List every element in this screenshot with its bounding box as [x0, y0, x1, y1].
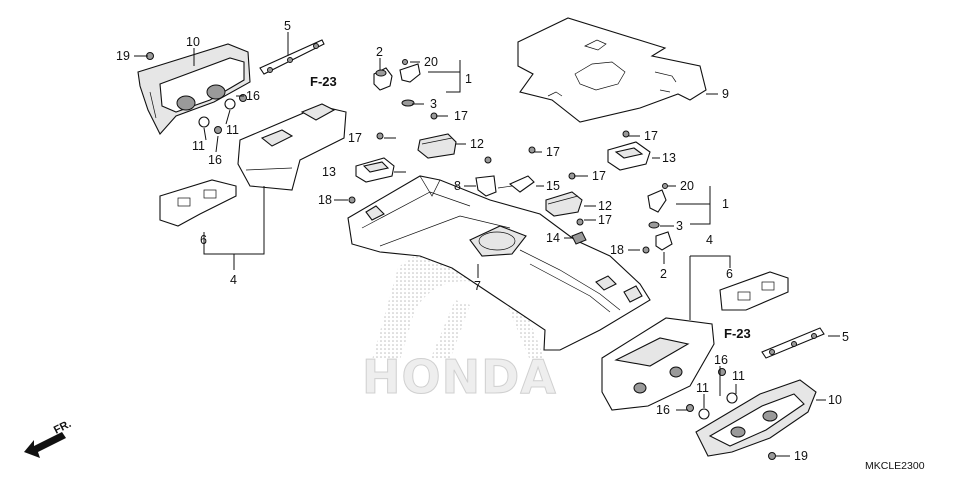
callout-16b: 16	[208, 153, 222, 167]
part-6-gasket-lower	[719, 271, 789, 311]
callout-13a: 13	[322, 165, 336, 179]
leader-lines	[134, 32, 840, 457]
callout-11b: 11	[192, 139, 205, 153]
callout-18a: 18	[318, 193, 332, 207]
part-5-bracket-upper	[259, 39, 325, 75]
callout-18b: 18	[610, 243, 624, 257]
callout-20b: 20	[680, 179, 694, 193]
callout-5b: 5	[842, 330, 849, 344]
reference-f23-top: F-23	[310, 74, 337, 89]
callout-11d: 11	[732, 369, 745, 383]
callout-3b: 3	[676, 219, 683, 233]
part-2-grommet-upper	[373, 67, 393, 91]
callout-19a: 19	[116, 49, 130, 63]
callout-19b: 19	[794, 449, 808, 463]
callout-2b: 2	[660, 267, 667, 281]
part-12-mount-lower	[545, 191, 583, 217]
callout-17c: 17	[546, 145, 560, 159]
part-13-mount-left	[355, 157, 395, 183]
callout-3a: 3	[430, 97, 437, 111]
callout-6b: 6	[726, 267, 733, 281]
callout-4a: 4	[230, 273, 237, 287]
part-13-mount-right	[607, 141, 651, 171]
callout-10a: 10	[186, 35, 200, 49]
callout-4b: 4	[706, 233, 713, 247]
callout-15: 15	[546, 179, 560, 193]
callout-12a: 12	[470, 137, 484, 151]
callout-numbers: 19 10 5 2 20 1 3 9 16 11 11 16 17 12 17 …	[116, 19, 849, 463]
callout-20a: 20	[424, 55, 438, 69]
callout-16a: 16	[246, 89, 260, 103]
part-7-frame	[347, 175, 651, 351]
part-9-cover	[517, 17, 707, 123]
fasteners	[146, 52, 776, 460]
callout-11c: 11	[696, 381, 709, 395]
part-4-airbox-lower	[601, 317, 715, 411]
part-5-bracket-lower	[761, 327, 825, 359]
part-10-duct-upper	[137, 43, 251, 135]
callout-13b: 13	[662, 151, 676, 165]
part-1-sensor-lower	[647, 183, 668, 229]
part-6-gasket-upper	[159, 179, 237, 227]
callout-11a: 11	[226, 123, 239, 137]
catalog-code: MKCLE2300	[865, 460, 925, 472]
callout-17b: 17	[348, 131, 362, 145]
callout-17d: 17	[644, 129, 658, 143]
callout-17e: 17	[592, 169, 606, 183]
reference-f23-bottom: F-23	[724, 326, 751, 341]
part-15-sensor	[497, 175, 535, 193]
reference-labels: F-23 F-23	[310, 74, 751, 341]
part-12-mount-upper	[417, 133, 457, 159]
callout-7: 7	[474, 279, 481, 293]
callout-1b: 1	[722, 197, 729, 211]
callout-17a: 17	[454, 109, 468, 123]
part-8-bracket	[475, 175, 497, 197]
part-1-sensor-upper	[399, 59, 421, 107]
callout-8: 8	[454, 179, 461, 193]
watermark-text: HONDA	[362, 350, 557, 404]
callout-2a: 2	[376, 45, 383, 59]
callout-14: 14	[546, 231, 560, 245]
callout-1a: 1	[465, 72, 472, 86]
callout-5a: 5	[284, 19, 291, 33]
callout-10b: 10	[828, 393, 842, 407]
callout-6a: 6	[200, 233, 207, 247]
part-2-grommet-lower	[655, 231, 673, 251]
callout-17f: 17	[598, 213, 612, 227]
callout-16d: 16	[656, 403, 670, 417]
front-marker: FR.	[52, 418, 73, 437]
front-arrow: FR.	[24, 418, 73, 458]
part-14-clip	[571, 231, 587, 245]
part-4-airbox-upper	[237, 103, 347, 191]
callout-9: 9	[722, 87, 729, 101]
callout-12b: 12	[598, 199, 612, 213]
part-10-duct-lower	[695, 379, 817, 457]
callout-16c: 16	[714, 353, 728, 367]
